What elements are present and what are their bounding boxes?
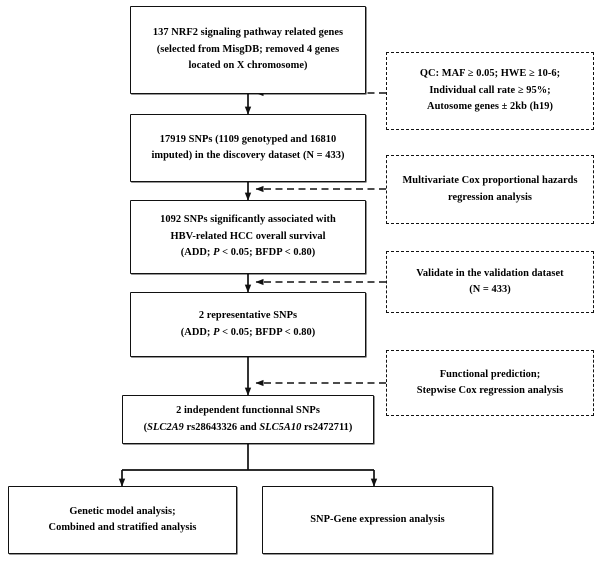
node-snps-significant[interactable]: 1092 SNPs significantly associated with …: [130, 200, 366, 274]
snps-representative-p-symbol: P: [213, 326, 220, 338]
snps-significant-thresholds: < 0.05; BFDP < 0.80): [219, 247, 316, 259]
annotation-validate-line-1: Validate in the validation dataset: [416, 267, 564, 279]
annotation-functional-line-1: Functional prediction;: [439, 368, 541, 380]
annotation-validate-line-2: (N = 433): [469, 284, 511, 295]
snps-significant-p-symbol: P: [213, 247, 220, 259]
annotation-cox-regression[interactable]: Multivariate Cox proportional hazards re…: [386, 155, 594, 224]
snps-representative-thresholds: < 0.05; BFDP < 0.80): [219, 326, 316, 338]
node-snps-representative-line-2: (ADD; P < 0.05; BFDP < 0.80): [181, 325, 315, 341]
node-snps-significant-line-1: 1092 SNPs significantly associated with: [160, 214, 336, 226]
node-snps-discovery-line-2: imputed) in the discovery dataset (N = 4…: [151, 150, 345, 161]
annotation-qc-line-3: Autosome genes ± 2kb (h19): [427, 101, 553, 113]
node-snp-gene-expression-line-1: SNP-Gene expression analysis: [310, 513, 445, 525]
annotation-qc-line-1: QC: MAF ≥ 0.05; HWE ≥ 10-6;: [419, 68, 561, 80]
node-snps-functional-line-2: (SLC2A9 rs28643326 and SLC5A10 rs2472711…: [144, 420, 353, 436]
node-genes-line-1: 137 NRF2 signaling pathway related genes: [152, 27, 344, 39]
node-snps-discovery-line-1: 17919 SNPs (1109 genotyped and 16810: [159, 133, 337, 145]
gene-name-slc2a9: SLC2A9: [147, 421, 184, 433]
annotation-functional-prediction[interactable]: Functional prediction; Stepwise Cox regr…: [386, 350, 594, 416]
annotation-functional-line-2: Stepwise Cox regression analysis: [416, 385, 564, 396]
snps-representative-add-open: (ADD;: [180, 326, 214, 338]
annotation-cox-line-2: regression analysis: [448, 191, 532, 203]
node-snps-discovery[interactable]: 17919 SNPs (1109 genotyped and 16810 imp…: [130, 114, 366, 182]
snps-functional-paren-open: (: [143, 421, 148, 433]
snps-significant-add-open: (ADD;: [180, 247, 214, 259]
node-genetic-model[interactable]: Genetic model analysis; Combined and str…: [8, 486, 237, 554]
annotation-qc[interactable]: QC: MAF ≥ 0.05; HWE ≥ 10-6; Individual c…: [386, 52, 594, 130]
annotation-validate[interactable]: Validate in the validation dataset (N = …: [386, 251, 594, 313]
rsid-rs2472711: rs2472711): [301, 421, 353, 433]
node-snps-significant-line-3: (ADD; P < 0.05; BFDP < 0.80): [181, 245, 315, 261]
node-snps-functional-line-1: 2 independent functionnal SNPs: [176, 405, 320, 417]
node-snp-gene-expression[interactable]: SNP-Gene expression analysis: [262, 486, 493, 554]
node-genes-line-2: (selected from MisgDB; removed 4 genes: [156, 43, 340, 55]
annotation-cox-line-1: Multivariate Cox proportional hazards: [402, 175, 578, 187]
gene-name-slc5a10: SLC5A10: [259, 421, 302, 433]
node-snps-functional[interactable]: 2 independent functionnal SNPs (SLC2A9 r…: [122, 395, 374, 444]
rsid-rs28643326: rs28643326 and: [183, 421, 260, 433]
annotation-qc-line-2: Individual call rate ≥ 95%;: [429, 84, 551, 96]
node-snps-representative[interactable]: 2 representative SNPs (ADD; P < 0.05; BF…: [130, 292, 366, 357]
node-genes[interactable]: 137 NRF2 signaling pathway related genes…: [130, 6, 366, 94]
node-genetic-model-line-2: Combined and stratified analysis: [48, 522, 197, 533]
node-genes-line-3: located on X chromosome): [188, 60, 308, 72]
node-genetic-model-line-1: Genetic model analysis;: [69, 505, 176, 517]
node-snps-representative-line-1: 2 representative SNPs: [198, 310, 298, 322]
node-snps-significant-line-2: HBV-related HCC overall survival: [170, 230, 326, 242]
